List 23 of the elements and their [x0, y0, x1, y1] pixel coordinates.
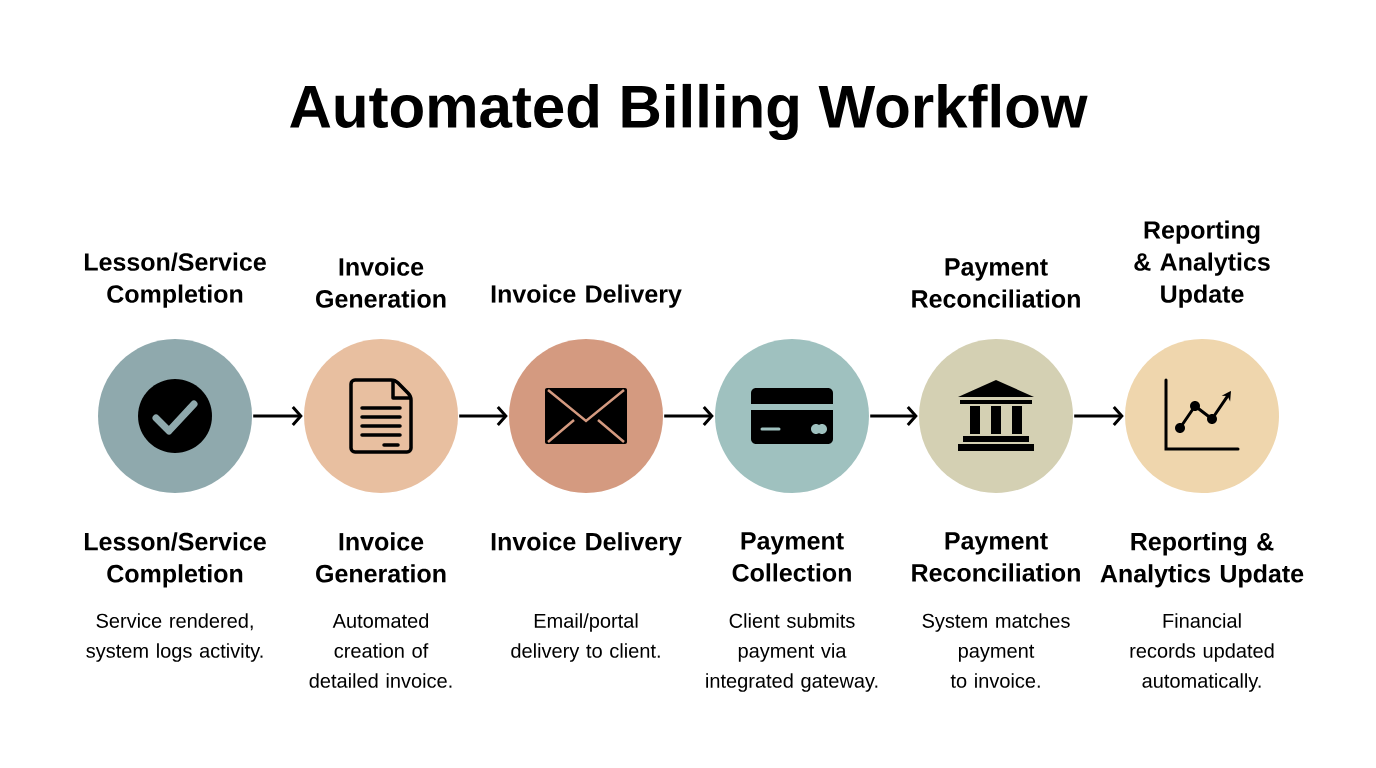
step-heading: Invoice Delivery: [491, 284, 682, 308]
step-heading: Invoice Generation: [316, 532, 446, 583]
arrow: [664, 406, 714, 426]
step-heading: Invoice Delivery: [491, 532, 682, 556]
step-heading: Lesson/Service Completion: [84, 532, 266, 588]
step-description: System matches payment to invoice.: [922, 613, 1070, 688]
step-description: Service rendered, system logs activity.: [86, 613, 263, 662]
step-heading: Payment Reconciliation: [912, 258, 1080, 308]
step-heading: Reporting & Analytics Update: [1100, 532, 1304, 588]
arrow: [1074, 406, 1124, 426]
step-heading: Invoice Generation: [316, 257, 446, 308]
title: Automated Billing Workflow: [290, 83, 1088, 141]
step-description: Financial records updated automatically.: [1130, 613, 1274, 692]
step-heading: Payment Reconciliation: [912, 532, 1080, 582]
step-heading: Reporting & Analytics Update: [1134, 220, 1270, 308]
step-description: Email/portal delivery to client.: [511, 613, 660, 662]
step-description: Automated creation of detailed invoice.: [309, 613, 452, 688]
arrow: [459, 406, 508, 426]
arrow: [870, 406, 918, 426]
arrow: [253, 406, 303, 426]
step-heading: Payment Collection: [732, 532, 851, 582]
step-description: Client submits payment via integrated gateway.: [706, 613, 878, 692]
step-heading: Lesson/Service Completion: [84, 252, 266, 308]
